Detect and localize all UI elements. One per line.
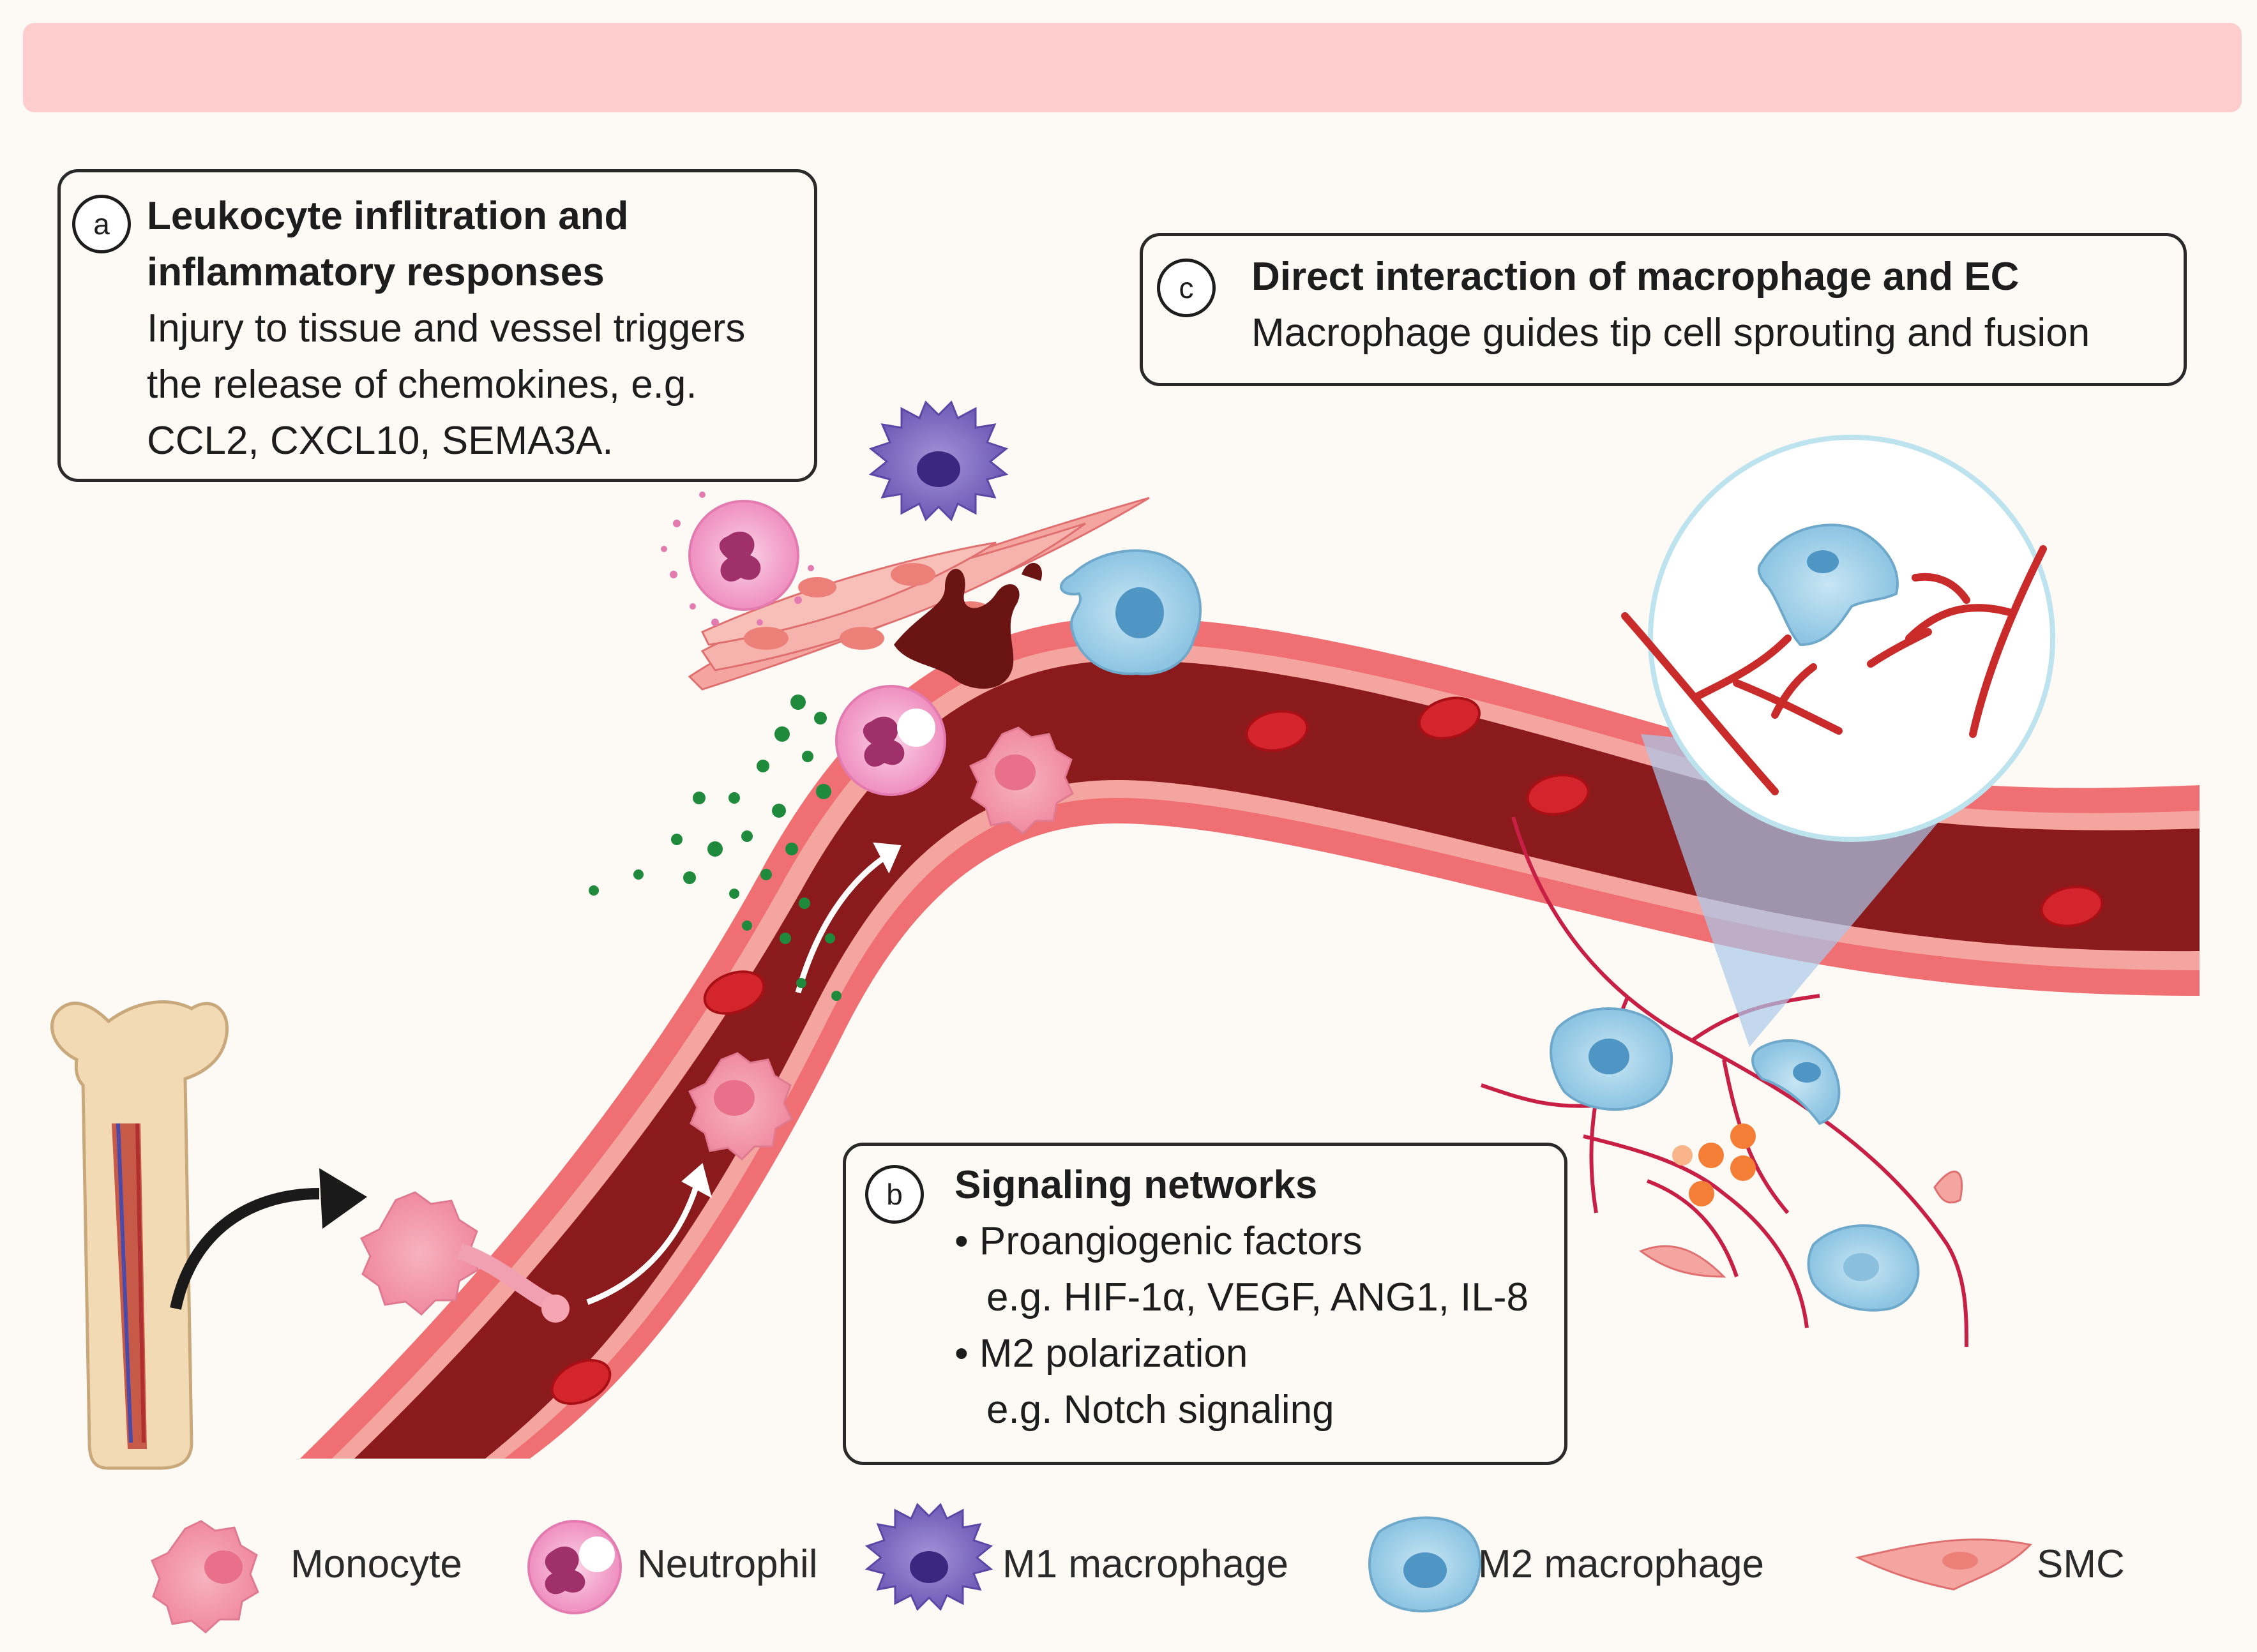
box-b-line4: e.g. Notch signaling bbox=[986, 1388, 1334, 1432]
box-a-text-line2: the release of chemokines, e.g. bbox=[147, 363, 697, 407]
badge-c: c bbox=[1157, 259, 1216, 317]
flow-arrows bbox=[586, 842, 902, 1305]
legend-m2-icon bbox=[1368, 1516, 1482, 1612]
box-b-line2: e.g. HIF-1α, VEGF, ANG1, IL-8 bbox=[986, 1275, 1529, 1319]
smc-network bbox=[1638, 1170, 1963, 1278]
legend-m2-label: M2 macrophage bbox=[1478, 1542, 1765, 1586]
smc-cluster bbox=[688, 497, 1150, 691]
box-b-line3: • M2 polarization bbox=[955, 1332, 1248, 1376]
box-a-text-line1: Injury to tissue and vessel triggers bbox=[147, 306, 746, 350]
chemokine-dots bbox=[589, 695, 842, 1001]
orange-particles bbox=[1672, 1123, 1756, 1206]
box-direct-interaction: c Direct interaction of macrophage and E… bbox=[1140, 233, 2187, 386]
m2-macrophage-network bbox=[1550, 1007, 1920, 1312]
red-blood-cells bbox=[550, 696, 2104, 1405]
box-b-line1: • Proangiogenic factors bbox=[955, 1219, 1363, 1263]
header-banner bbox=[23, 23, 2242, 112]
box-a-title-line1: Leukocyte inflitration and bbox=[147, 194, 629, 238]
box-a-text-line3: CCL2, CXCL10, SEMA3A. bbox=[147, 419, 614, 463]
m2-macrophage bbox=[1059, 549, 1202, 675]
magnifier bbox=[1621, 435, 2055, 1047]
box-a-title-line2: inflammatory responses bbox=[147, 250, 605, 294]
legend-neutrophil-icon bbox=[527, 1520, 622, 1614]
badge-b: b bbox=[865, 1165, 924, 1224]
legend-m1-label: M1 macrophage bbox=[1002, 1542, 1289, 1586]
migration-arrow bbox=[170, 1168, 367, 1310]
legend-smc-label: SMC bbox=[2037, 1542, 2125, 1586]
box-c-title: Direct interaction of macrophage and EC bbox=[1251, 255, 2019, 299]
legend-smc-icon bbox=[1855, 1538, 2033, 1591]
neutrophil-cells bbox=[661, 492, 946, 796]
box-c-text: Macrophage guides tip cell sprouting and… bbox=[1251, 311, 2090, 355]
legend-neutrophil-label: Neutrophil bbox=[637, 1542, 818, 1586]
m1-macrophage bbox=[868, 400, 1009, 522]
legend-icons bbox=[151, 1503, 2033, 1633]
badge-a: a bbox=[72, 195, 131, 253]
legend-monocyte-icon bbox=[151, 1520, 259, 1633]
monocyte-cells bbox=[359, 726, 1074, 1323]
box-b-title: Signaling networks bbox=[955, 1163, 1318, 1207]
box-leukocyte-infiltration: a Leukocyte inflitration and inflammator… bbox=[57, 169, 817, 482]
blood-clot bbox=[894, 562, 1043, 689]
legend-monocyte-label: Monocyte bbox=[291, 1542, 462, 1586]
box-signaling-networks: b Signaling networks • Proangiogenic fac… bbox=[843, 1143, 1567, 1465]
bone-icon bbox=[50, 1000, 229, 1470]
